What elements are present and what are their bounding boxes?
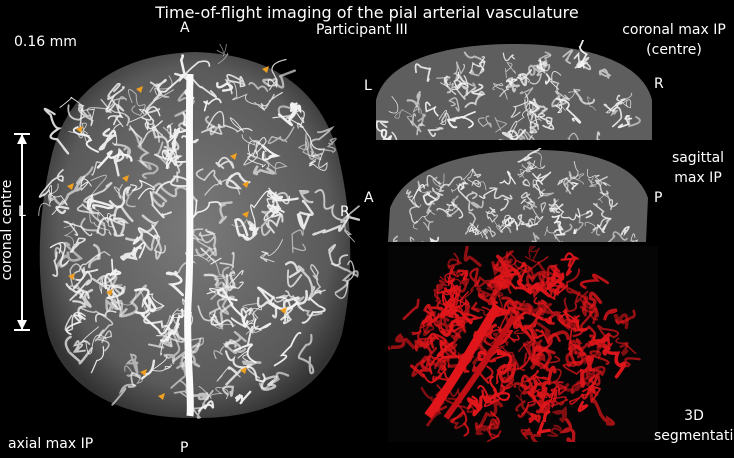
participant-label: Participant III [316,22,408,38]
scale-label: 0.16 mm [14,34,77,50]
vessel-arrow-marker [67,183,74,190]
coronal-centre-extent [12,132,32,332]
vessel-arrow-marker [140,369,147,376]
sagittal-posterior-label: P [654,190,663,206]
vessel-arrow-marker [240,367,247,374]
vessel-arrow-marker [106,289,113,296]
sagittal-mip-image [388,148,648,242]
coronal-caption-line2: (centre) [646,42,702,58]
figure-title: Time-of-flight imaging of the pial arter… [155,3,579,22]
vessel-arrow-marker [280,307,287,314]
sagittal-caption-line1: sagittal [671,150,725,166]
coronal-left-label: L [364,78,372,94]
segmentation-caption-line2: segmentation [654,428,734,444]
axial-midline-vessel [184,73,194,417]
coronal-caption-line1: coronal max IP [622,22,726,38]
vessel-arrow-marker [230,153,237,160]
axial-anterior-label: A [180,20,190,36]
vessel-arrow-marker [122,175,129,182]
vessel-arrow-marker [262,66,269,73]
sagittal-anterior-label: A [364,190,374,206]
vessel-arrow-marker [158,393,165,400]
sagittal-caption-line2: max IP [674,170,722,186]
coronal-right-label: R [654,76,664,92]
vessel-arrow-marker [136,86,143,93]
axial-posterior-label: P [180,440,189,456]
axial-mip-image [30,44,360,424]
vessel-arrow-marker [76,126,83,133]
axial-caption: axial max IP [8,436,94,452]
segmentation-caption-line1: 3D [684,408,704,424]
vessel-arrow-marker [242,181,249,188]
segmentation-major-vessel [424,303,502,419]
coronal-centre-label: coronal centre [0,179,15,281]
coronal-mip-image [376,40,652,140]
vessel-arrow-marker [68,273,75,280]
axial-right-label: R [340,204,350,220]
vessel-arrow-marker [242,211,249,218]
segmentation-3d-render [388,246,658,442]
